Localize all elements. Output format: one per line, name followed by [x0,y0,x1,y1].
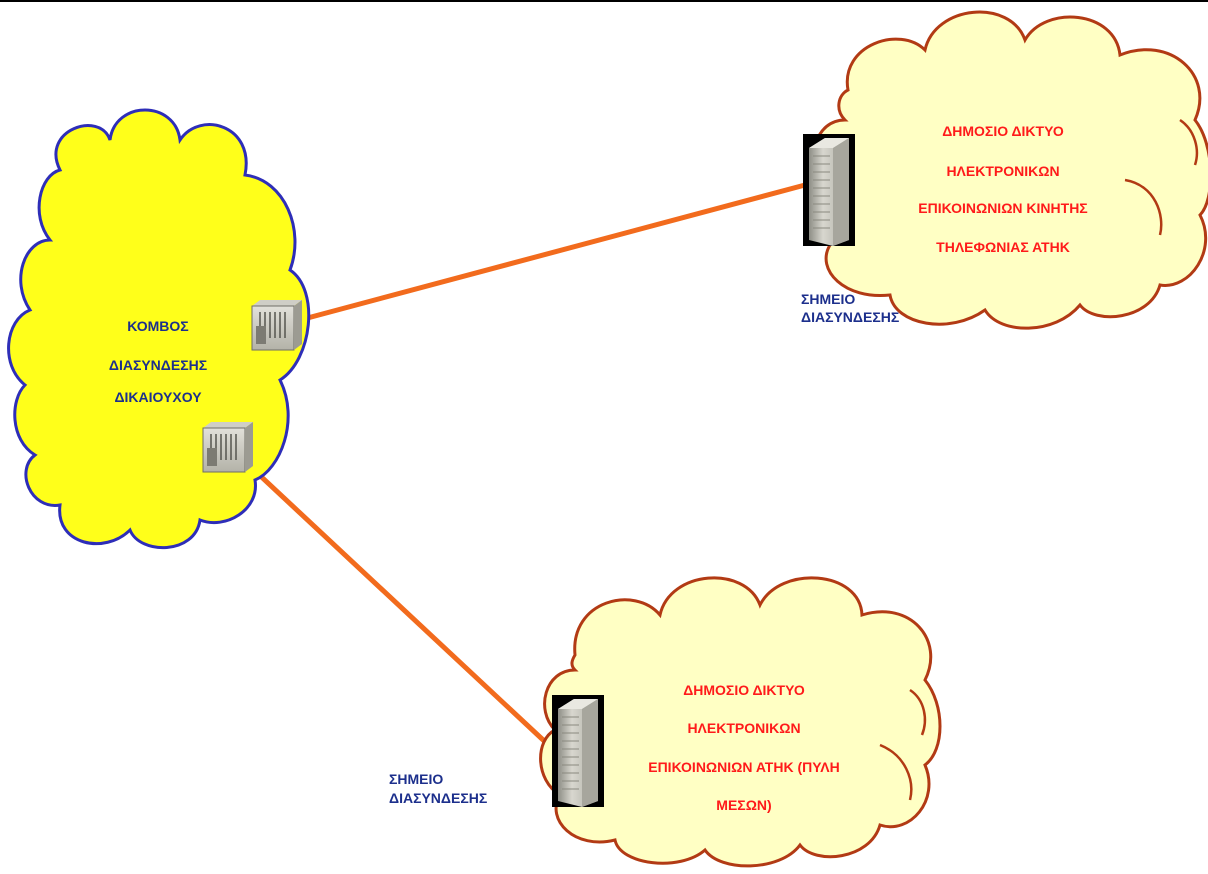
switch-icon [202,422,253,473]
interconnection-point-line: ΔΙΑΣΥΝΔΕΣΗΣ [801,309,899,325]
server-tower-icon [552,695,604,807]
source-node-line: ΚΟΜΒΟΣ [127,318,188,334]
mobile-network-line: ΕΠΙΚΟΙΝΩΝΙΩΝ ΚΙΝΗΤΗΣ [918,200,1087,216]
interconnection-point-line: ΔΙΑΣΥΝΔΕΣΗΣ [389,790,487,806]
mobile-network-line: ΗΛΕΚΤΡΟΝΙΚΩΝ [946,163,1059,179]
source-node-label: ΚΟΜΒΟΣ ΔΙΑΣΥΝΔΕΣΗΣ ΔΙΚΑΙΟΥΧΟΥ [109,318,207,405]
link-to-media-gateway-network [251,467,559,755]
link-to-mobile-network [297,182,808,323]
media-gateway-network-cloud [539,576,942,868]
top-border-line [0,0,1208,2]
interconnection-point-line: ΣΗΜΕΙΟ [801,291,855,307]
switch-icon [251,300,302,351]
media-gateway-network-line: ΗΛΕΚΤΡΟΝΙΚΩΝ [687,720,800,736]
source-node-line: ΔΙΚΑΙΟΥΧΟΥ [114,389,202,405]
media-interconnection-point-label: ΣΗΜΕΙΟ ΔΙΑΣΥΝΔΕΣΗΣ [389,771,487,806]
mobile-network-label: ΔΗΜΟΣΙΟ ΔΙΚΤΥΟ ΗΛΕΚΤΡΟΝΙΚΩΝ ΕΠΙΚΟΙΝΩΝΙΩΝ… [918,123,1087,255]
server-tower-icon [803,134,855,246]
media-gateway-network-line: ΕΠΙΚΟΙΝΩΝΙΩΝ ΑΤΗΚ (ΠΥΛΗ [648,759,840,775]
interconnection-point-line: ΣΗΜΕΙΟ [389,771,443,787]
mobile-network-line: ΔΗΜΟΣΙΟ ΔΙΚΤΥΟ [942,123,1064,139]
mobile-interconnection-point-label: ΣΗΜΕΙΟ ΔΙΑΣΥΝΔΕΣΗΣ [801,291,899,325]
media-gateway-network-line: ΜΕΣΩΝ) [716,797,771,813]
media-gateway-network-label: ΔΗΜΟΣΙΟ ΔΙΚΤΥΟ ΗΛΕΚΤΡΟΝΙΚΩΝ ΕΠΙΚΟΙΝΩΝΙΩΝ… [648,682,840,813]
mobile-network-line: ΤΗΛΕΦΩΝΙΑΣ ΑΤΗΚ [936,239,1070,255]
source-node-line: ΔΙΑΣΥΝΔΕΣΗΣ [109,357,207,373]
media-gateway-network-line: ΔΗΜΟΣΙΟ ΔΙΚΤΥΟ [683,682,805,698]
